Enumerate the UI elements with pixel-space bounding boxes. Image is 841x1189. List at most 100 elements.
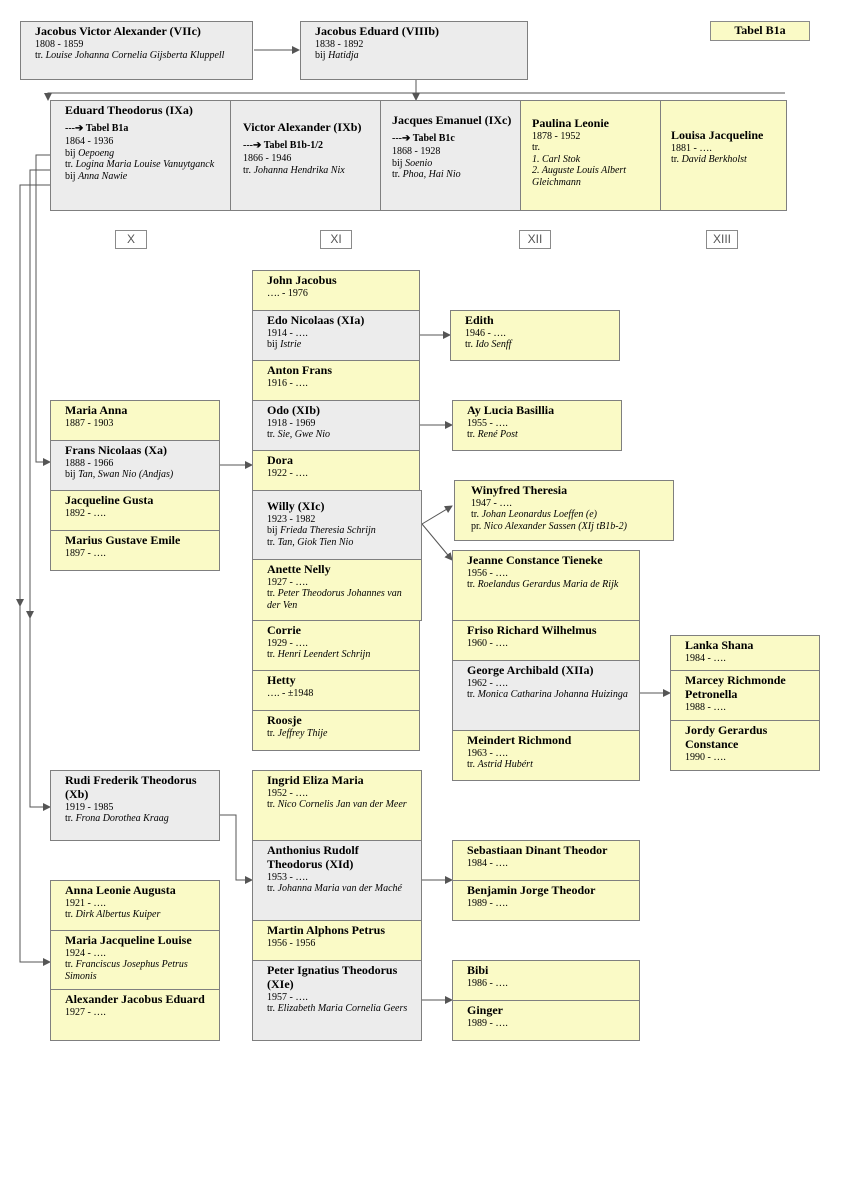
person-alexander-jacobus-eduard[interactable]: Alexander Jacobus Eduard 1927 - …. (50, 989, 220, 1041)
person-willy[interactable]: Willy (XIc) 1923 - 1982 bij Frieda There… (252, 490, 422, 560)
person-peter-ignatius[interactable]: Peter Ignatius Theodorus (XIe) 1957 - ….… (252, 960, 422, 1041)
person-martin-alphons-petrus[interactable]: Martin Alphons Petrus 1956 - 1956 (252, 920, 422, 961)
person-ingrid-eliza-maria[interactable]: Ingrid Eliza Maria 1952 - …. tr. Nico Co… (252, 770, 422, 841)
person-anette-nelly[interactable]: Anette Nelly 1927 - …. tr. Peter Theodor… (252, 559, 422, 621)
person-dates: 1897 - …. (65, 547, 106, 559)
spouse-name: Franciscus Josephus Petrus Simonis (65, 959, 188, 982)
person-dates: 1924 - …. (65, 947, 106, 959)
person-sebastiaan-dinant[interactable]: Sebastiaan Dinant Theodor 1984 - …. (452, 840, 640, 881)
person-edo-nicolaas[interactable]: Edo Nicolaas (XIa) 1914 - …. bij Istrie (252, 310, 420, 361)
table-reference: ---➔ Tabel B1a (65, 122, 129, 134)
person-benjamin-jorge[interactable]: Benjamin Jorge Theodor 1989 - …. (452, 880, 640, 921)
person-john-jacobus[interactable]: John Jacobus …. - 1976 (252, 270, 420, 311)
person-anton-frans[interactable]: Anton Frans 1916 - …. (252, 360, 420, 401)
spouse-name: 2. Auguste Louis Albert Gleichmann (532, 165, 627, 188)
person-marcey-richmonde[interactable]: Marcey Richmonde Petronella 1988 - …. (670, 670, 820, 721)
person-dates: 1919 - 1985 (65, 801, 114, 813)
person-dates: 1984 - …. (467, 857, 508, 869)
person-anna-leonie-augusta[interactable]: Anna Leonie Augusta 1921 - …. tr. Dirk A… (50, 880, 220, 931)
person-frans-nicolaas[interactable]: Frans Nicolaas (Xa) 1888 - 1966 bij Tan,… (50, 440, 220, 491)
person-jacques-emanuel[interactable]: Jacques Emanuel (IXc) ---➔ Tabel B1c 186… (380, 100, 521, 211)
married-prefix: tr. (267, 799, 276, 811)
person-dates: 1953 - …. (267, 871, 308, 883)
person-dora[interactable]: Dora 1922 - …. (252, 450, 420, 491)
person-dates: 1866 - 1946 (243, 153, 292, 165)
person-jacqueline-gusta[interactable]: Jacqueline Gusta 1892 - …. (50, 490, 220, 531)
person-name: Jeanne Constance Tieneke (467, 553, 603, 567)
person-maria-anna[interactable]: Maria Anna 1887 - 1903 (50, 400, 220, 441)
generation-label: XIII (706, 230, 738, 249)
person-jeanne-constance[interactable]: Jeanne Constance Tieneke 1956 - …. tr. R… (452, 550, 640, 621)
spouse-name: Johan Leonardus Loeffen (e) (481, 509, 598, 521)
partner-prefix: bij (315, 50, 326, 62)
person-roosje[interactable]: Roosje tr. Jeffrey Thije (252, 710, 420, 751)
person-maria-jacqueline-louise[interactable]: Maria Jacqueline Louise 1924 - …. tr. Fr… (50, 930, 220, 990)
married-prefix: tr. (671, 154, 680, 166)
person-george-archibald[interactable]: George Archibald (XIIa) 1962 - …. tr. Mo… (452, 660, 640, 731)
person-name: Anton Frans (267, 363, 333, 377)
generation-label: X (115, 230, 147, 249)
person-name: Anette Nelly (267, 562, 331, 576)
person-odo[interactable]: Odo (XIb) 1918 - 1969 tr. Sie, Gwe Nio (252, 400, 420, 451)
person-dates: 1989 - …. (467, 897, 508, 909)
partner-prefix: bij (65, 147, 76, 159)
person-rudi-frederik[interactable]: Rudi Frederik Theodorus (Xb) 1919 - 1985… (50, 770, 220, 841)
person-eduard-theodorus[interactable]: Eduard Theodorus (IXa) ---➔ Tabel B1a 18… (50, 100, 231, 211)
person-name: Dora (267, 453, 293, 467)
person-friso-richard[interactable]: Friso Richard Wilhelmus 1960 - …. (452, 620, 640, 661)
person-dates: 1957 - …. (267, 991, 308, 1003)
person-name: Ginger (467, 1003, 503, 1017)
married-prefix: tr. (35, 50, 44, 62)
person-dates: 1990 - …. (685, 751, 726, 763)
person-jordy-gerardus[interactable]: Jordy Gerardus Constance 1990 - …. (670, 720, 820, 771)
person-dates: 1923 - 1982 (267, 513, 316, 525)
spouse-name: David Berkholst (681, 154, 747, 166)
person-lanka-shana[interactable]: Lanka Shana 1984 - …. (670, 635, 820, 671)
person-edith[interactable]: Edith 1946 - …. tr. Ido Senff (450, 310, 620, 361)
person-name: Lanka Shana (685, 638, 754, 652)
person-dates: 1984 - …. (685, 652, 726, 664)
person-dates: 1962 - …. (467, 677, 508, 689)
person-dates: 1868 - 1928 (392, 146, 441, 158)
person-jacobus-victor-alexander[interactable]: Jacobus Victor Alexander (VIIc) 1808 - 1… (20, 21, 253, 80)
person-louisa-jacqueline[interactable]: Louisa Jacqueline 1881 - …. tr. David Be… (660, 100, 787, 211)
spouse-name: Jeffrey Thije (277, 727, 328, 739)
person-dates: 1986 - …. (467, 977, 508, 989)
person-dates: 1956 - 1956 (267, 937, 316, 949)
partner-name: Soenio (405, 157, 433, 169)
person-name: Maria Jacqueline Louise (65, 933, 192, 947)
spouse-name: Monica Catharina Johanna Huizinga (477, 689, 628, 701)
spouse-name: Elizabeth Maria Cornelia Geers (277, 1003, 408, 1015)
person-jacobus-eduard[interactable]: Jacobus Eduard (VIIIb) 1838 - 1892 bij H… (300, 21, 528, 80)
person-corrie[interactable]: Corrie 1929 - …. tr. Henri Leendert Schr… (252, 620, 420, 671)
person-dates: 1927 - …. (65, 1006, 106, 1018)
partner-prefix: bij (65, 170, 76, 182)
person-hetty[interactable]: Hetty …. - ±1948 (252, 670, 420, 711)
married-prefix: tr. (65, 813, 74, 825)
partner-prefix: bij (65, 469, 76, 481)
person-dates: 1946 - …. (465, 327, 506, 339)
person-name: Alexander Jacobus Eduard (65, 992, 205, 1006)
person-meindert-richmond[interactable]: Meindert Richmond 1963 - …. tr. Astrid H… (452, 730, 640, 781)
person-dates: 1989 - …. (467, 1017, 508, 1029)
person-ay-lucia-basillia[interactable]: Ay Lucia Basillia 1955 - …. tr. René Pos… (452, 400, 622, 451)
person-anthonius-rudolf[interactable]: Anthonius Rudolf Theodorus (XId) 1953 - … (252, 840, 422, 921)
person-bibi[interactable]: Bibi 1986 - …. (452, 960, 640, 1001)
spouse-name: Dirk Albertus Kuiper (75, 909, 161, 921)
spouse-name: René Post (477, 429, 518, 441)
partner-prefix: bij (267, 339, 278, 351)
person-dates: 1921 - …. (65, 897, 106, 909)
married-prefix: tr. (532, 142, 541, 154)
person-victor-alexander[interactable]: Victor Alexander (IXb) ---➔ Tabel B1b-1/… (230, 100, 381, 211)
person-ginger[interactable]: Ginger 1989 - …. (452, 1000, 640, 1041)
person-dates: 1918 - 1969 (267, 417, 316, 429)
married-prefix: tr. (467, 759, 476, 771)
person-marius-gustave-emile[interactable]: Marius Gustave Emile 1897 - …. (50, 530, 220, 571)
person-paulina-leonie[interactable]: Paulina Leonie 1878 - 1952 tr. 1. Carl S… (520, 100, 661, 211)
person-name: Ay Lucia Basillia (467, 403, 555, 417)
person-name: Friso Richard Wilhelmus (467, 623, 597, 637)
spouse-name: Louise Johanna Cornelia Gijsberta Kluppe… (45, 50, 225, 62)
person-dates: 1892 - …. (65, 507, 106, 519)
person-winyfred-theresia[interactable]: Winyfred Theresia 1947 - …. tr. Johan Le… (454, 480, 674, 541)
person-dates: 1956 - …. (467, 567, 508, 579)
